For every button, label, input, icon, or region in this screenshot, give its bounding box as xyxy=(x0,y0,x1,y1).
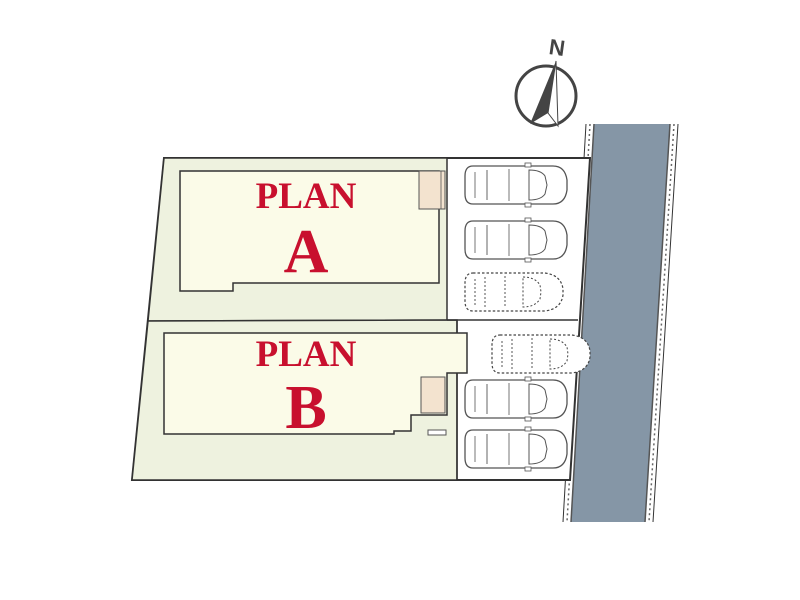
car-a-2 xyxy=(464,217,568,263)
car-b-1 xyxy=(491,334,591,374)
compass-needle-light xyxy=(547,60,559,128)
plan-a-letter: A xyxy=(284,218,329,286)
road-edge-left xyxy=(570,123,595,523)
road-curb-right xyxy=(652,123,679,523)
car-a-1 xyxy=(464,162,568,208)
car-b-3 xyxy=(464,426,568,472)
road-surface xyxy=(571,124,670,522)
road-gutter-right xyxy=(648,123,675,523)
step-b xyxy=(427,429,447,436)
house-b xyxy=(163,332,468,435)
car-b-2 xyxy=(464,376,568,422)
car-a-3 xyxy=(464,272,564,312)
north-arrow-icon: N xyxy=(514,34,578,128)
plan-b-letter: B xyxy=(285,374,326,442)
compass-needle-dark xyxy=(530,61,556,124)
compass-north-label: N xyxy=(547,34,566,61)
plan-a-word: PLAN xyxy=(256,176,357,217)
road-edge-right xyxy=(644,123,671,523)
plan-b-word: PLAN xyxy=(256,334,357,375)
road xyxy=(562,123,679,523)
deck-b xyxy=(420,376,446,414)
